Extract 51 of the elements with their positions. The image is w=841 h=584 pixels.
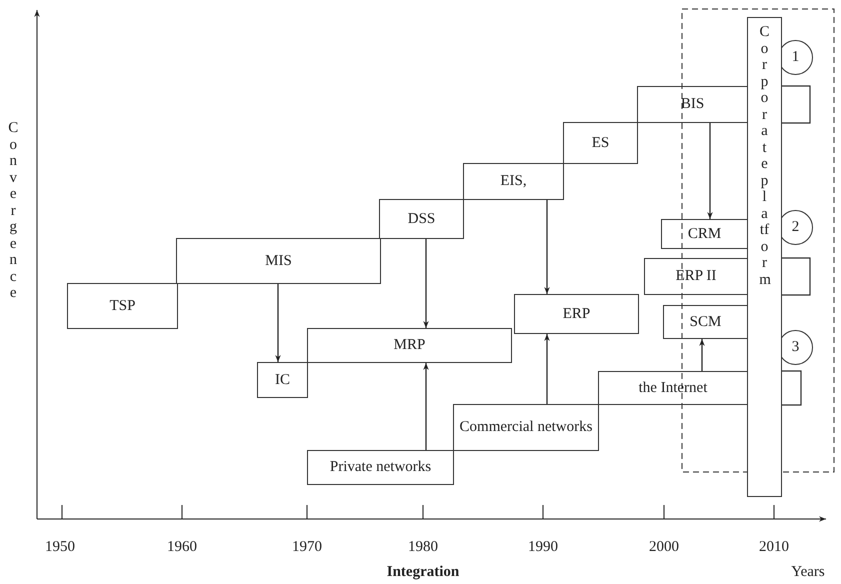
process-box — [67, 283, 178, 329]
arrow — [707, 123, 713, 219]
arrow — [423, 239, 429, 328]
node-text: 3 — [792, 339, 800, 356]
node-text: Corporate platform — [759, 24, 770, 288]
arrow — [544, 334, 550, 404]
arrow — [423, 363, 429, 450]
node-text: SCM — [690, 314, 722, 330]
tick-label: 1970 — [292, 539, 322, 556]
process-box — [379, 199, 464, 239]
arrow — [275, 284, 281, 362]
tick-label: 2010 — [759, 539, 789, 556]
platform-bar — [747, 17, 782, 497]
tick-label: 1990 — [528, 539, 558, 556]
tick-label: 1950 — [45, 539, 75, 556]
axis-title: Convergence — [8, 120, 18, 302]
axis-title: Years — [791, 564, 825, 581]
axis-title: Integration — [386, 564, 460, 581]
process-box — [644, 258, 748, 295]
process-box — [514, 294, 639, 334]
tick-label: 2000 — [649, 539, 679, 556]
node-text: EIS, — [500, 173, 527, 190]
node-text: 1 — [792, 49, 800, 66]
node-text: ERP II — [676, 268, 716, 285]
node-text: CRM — [688, 226, 722, 242]
node-text: IC — [275, 372, 290, 388]
process-box — [307, 328, 512, 363]
process-box — [563, 122, 638, 164]
arrow — [699, 339, 705, 371]
arrow — [544, 200, 550, 294]
process-box — [463, 163, 564, 200]
process-box — [307, 450, 454, 485]
node-text: 2 — [792, 219, 800, 236]
node-text: the Internet — [638, 380, 708, 396]
node-text: MIS — [265, 252, 292, 270]
process-box — [257, 362, 308, 398]
node-text: Private networks — [330, 459, 432, 476]
process-box — [453, 404, 599, 451]
node-text: TSP — [110, 298, 136, 314]
node-text: DSS — [408, 210, 436, 228]
tick-label: 1980 — [408, 539, 438, 556]
process-box — [176, 238, 381, 284]
node-text: ERP — [562, 306, 590, 322]
node-text: BIS — [680, 96, 704, 113]
node-text: MRP — [394, 337, 426, 354]
process-box — [663, 305, 748, 339]
node-text: ES — [592, 134, 610, 152]
node-text: Commercial networks — [460, 419, 592, 436]
process-box — [598, 371, 748, 405]
tick-label: 1960 — [167, 539, 197, 556]
process-box — [661, 219, 748, 249]
